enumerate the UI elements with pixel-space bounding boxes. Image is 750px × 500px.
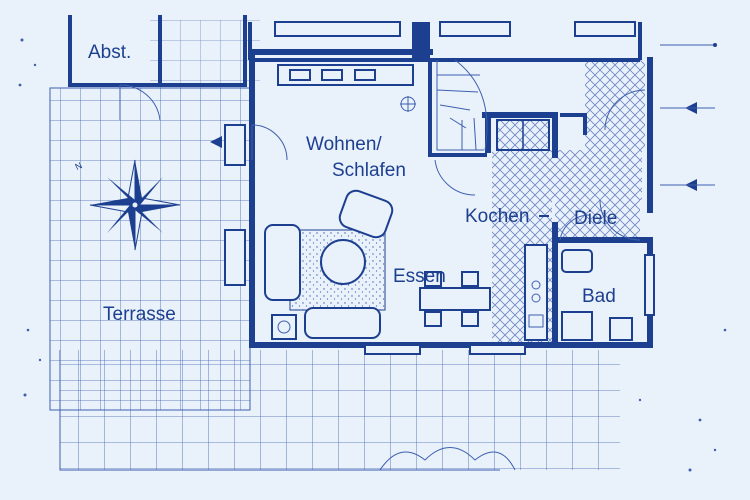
tiled-floor [492,60,645,345]
vegetation [18,38,727,472]
kitchen-cabinet [496,119,550,151]
dining-table [419,271,491,327]
doors [251,89,646,241]
storage-shed [68,15,247,121]
windows [210,43,717,355]
compass-north-label: N [74,160,84,172]
room-label-wohnen-line2: Schlafen [332,160,406,181]
kitchen-counter [524,244,548,341]
staircase [436,59,488,151]
room-label-terrasse: Terrasse [103,304,176,325]
compass-rose-icon: N [74,159,181,251]
room-label-essen: Essen [393,266,446,287]
room-label-wohnen-line1: Wohnen/ [306,134,382,155]
room-label-bad: Bad [582,286,616,307]
wall-shelf [274,21,636,86]
bathroom-fixtures [561,249,633,341]
room-label-abst: Abst. [88,42,131,63]
room-label-kochen: Kochen [465,206,529,227]
room-label-diele: Diele [574,208,617,229]
living-furniture [264,96,416,340]
